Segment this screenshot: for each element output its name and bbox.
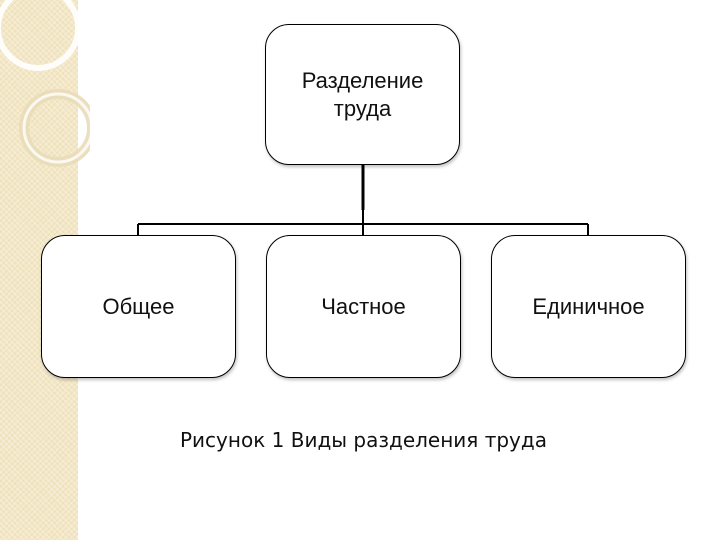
child-node-single: Единичное (491, 235, 686, 378)
child-node-label: Единичное (532, 293, 645, 319)
child-node-general: Общее (41, 235, 236, 378)
root-node: Разделение труда (265, 24, 460, 165)
child-node-particular: Частное (266, 235, 461, 378)
decorative-rings (0, 0, 90, 167)
child-node-label: Общее (102, 293, 175, 319)
root-node-label: Разделение труда (301, 68, 424, 121)
child-node-label: Частное (321, 293, 406, 319)
figure-caption: Рисунок 1 Виды разделения труда (180, 428, 547, 452)
